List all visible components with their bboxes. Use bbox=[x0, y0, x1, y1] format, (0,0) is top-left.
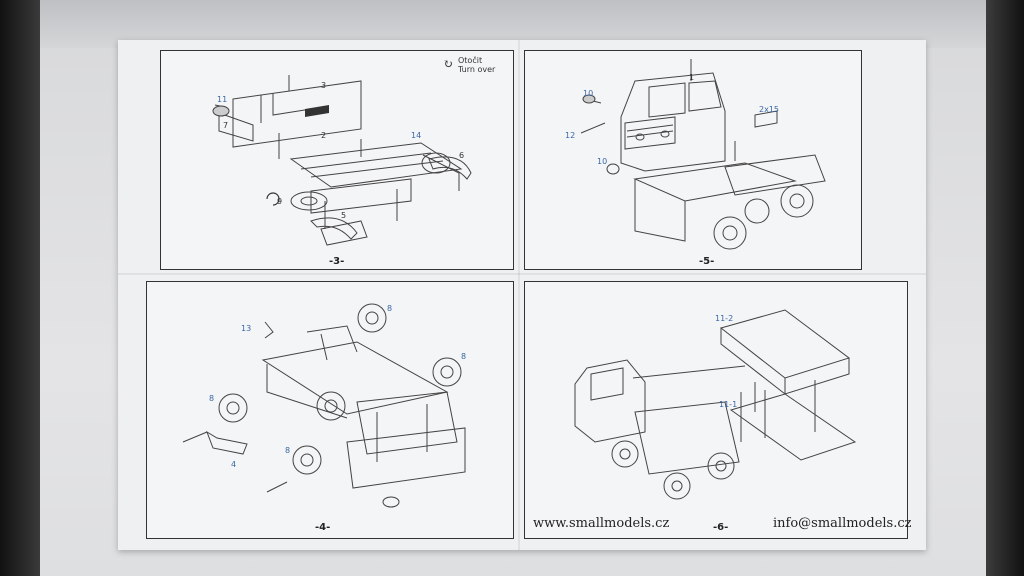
callout: 1 bbox=[689, 73, 695, 82]
callout: 8 bbox=[209, 394, 215, 403]
callout: 8 bbox=[285, 446, 291, 455]
callout: 11-2 bbox=[715, 314, 734, 323]
callout: 2 bbox=[321, 131, 327, 140]
callout: 14 bbox=[411, 131, 422, 140]
callout: 4 bbox=[231, 460, 237, 469]
turn-over-cz: Otočit bbox=[458, 56, 483, 65]
panel-page-5: 1 10 12 10 2x15 -5- bbox=[524, 50, 862, 270]
page-number: -4- bbox=[315, 522, 331, 533]
left-shadow bbox=[0, 0, 40, 576]
fold-line-vertical bbox=[518, 40, 520, 550]
website-url: www.smallmodels.cz bbox=[533, 516, 670, 531]
callout: 6 bbox=[459, 151, 465, 160]
panel-page-4: 13 8 8 8 8 4 -4- bbox=[146, 281, 514, 539]
callout: 8 bbox=[387, 304, 393, 313]
wheels-assembly-drawing bbox=[182, 303, 466, 508]
callout: 12 bbox=[565, 131, 576, 140]
turn-over-note: Otočit Turn over bbox=[458, 56, 495, 74]
turn-over-icon: ↻ bbox=[443, 57, 454, 71]
page-number: -5- bbox=[699, 256, 715, 267]
callout: 7 bbox=[223, 121, 229, 130]
panel-page-6: 11-2 11-1 -6- www.smallmodels.cz info@sm… bbox=[524, 281, 912, 539]
page-number: -6- bbox=[713, 522, 729, 533]
callout: 11 bbox=[217, 95, 228, 104]
complete-truck-drawing bbox=[574, 309, 857, 500]
turn-over-en: Turn over bbox=[458, 65, 496, 74]
callout: 10 bbox=[583, 89, 594, 98]
callout: 2x15 bbox=[759, 105, 780, 114]
callout: 3 bbox=[321, 81, 327, 90]
right-shadow bbox=[986, 0, 1024, 576]
page-number: -3- bbox=[329, 256, 345, 267]
callout: 10 bbox=[597, 157, 608, 166]
panel-page-3: ↻ Otočit Turn over 11 7 3 2 14 6 9 5 -3- bbox=[160, 50, 514, 270]
frame-assembly-drawing bbox=[212, 75, 472, 246]
callout: 5 bbox=[341, 211, 347, 220]
callout: 8 bbox=[461, 352, 467, 361]
fold-line-horizontal bbox=[118, 273, 926, 275]
callout: 13 bbox=[241, 324, 252, 333]
contact-email: info@smallmodels.cz bbox=[773, 516, 912, 531]
callout: 9 bbox=[277, 197, 283, 206]
cab-assembly-drawing bbox=[580, 59, 826, 250]
callout: 11-1 bbox=[719, 400, 738, 409]
